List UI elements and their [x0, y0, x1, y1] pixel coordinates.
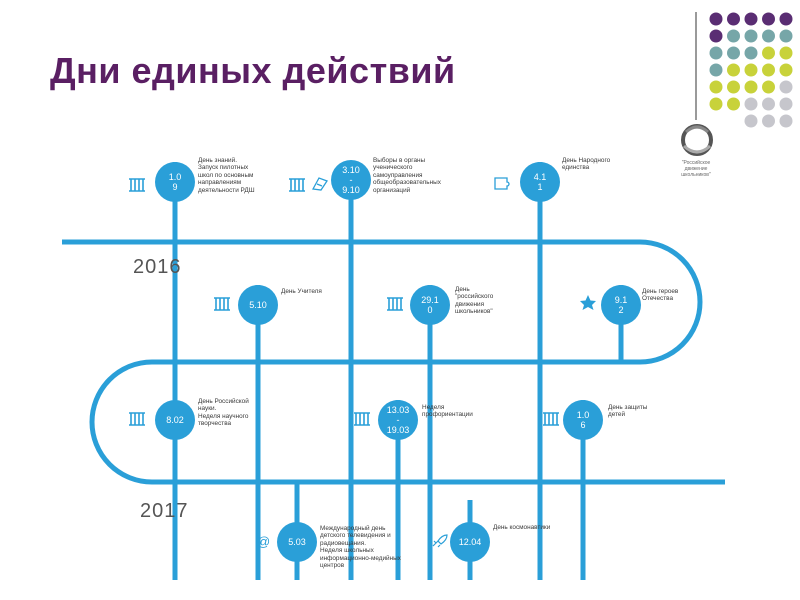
event-date-circle[interactable]: 5.10 — [238, 285, 278, 325]
decorative-dot — [744, 12, 758, 26]
rdsh-logo-icon — [681, 124, 713, 156]
decorative-dot — [762, 97, 775, 111]
decorative-dot — [709, 12, 723, 26]
pillar-icon — [387, 297, 403, 311]
event-description: Международный день детского телевидения … — [320, 525, 401, 570]
event-date-circle[interactable]: 8.02 — [155, 400, 195, 440]
decorative-dot — [744, 29, 758, 43]
event-description: День космонавтики — [493, 524, 551, 531]
puzzle-icon — [494, 177, 510, 190]
pillar-icon — [354, 412, 370, 426]
event-date-circle[interactable]: 1.0 6 — [563, 400, 603, 440]
page-title: Дни единых действий — [50, 50, 456, 91]
event-description: День Российской науки. Неделя научного т… — [198, 398, 249, 428]
event-date-circle[interactable]: 13.03 - 19.03 — [378, 400, 418, 440]
decorative-dot — [762, 63, 775, 77]
svg-text:@: @ — [257, 534, 270, 549]
decorative-dot — [779, 63, 793, 77]
event-description: День "российского движения школьников" — [455, 286, 494, 316]
event-description: День Народного единства — [562, 157, 611, 172]
event-date-circle[interactable]: 5.03 — [277, 522, 317, 562]
event-description: День защиты детей — [608, 404, 648, 419]
event-date-circle[interactable]: 3.10 - 9.10 — [331, 160, 371, 200]
rocket-icon — [432, 534, 448, 548]
year-2017-label: 2017 — [140, 500, 189, 522]
decorative-dot — [779, 46, 793, 60]
decorative-dot — [762, 114, 775, 128]
year-2016-label: 2016 — [133, 256, 182, 278]
star-icon — [580, 295, 596, 310]
decorative-dot — [727, 29, 740, 43]
decorative-dot — [744, 97, 758, 111]
decorative-dot — [709, 63, 723, 77]
decorative-dot — [779, 114, 793, 128]
decorative-dot — [709, 80, 723, 94]
title-divider — [695, 12, 697, 120]
pillar-icon — [289, 178, 305, 192]
pillar-icon — [129, 178, 145, 192]
event-description: Выборы в органы ученического самоуправле… — [373, 157, 441, 194]
pillar-icon — [129, 412, 145, 426]
decorative-dot — [779, 80, 793, 94]
event-date-circle[interactable]: 1.0 9 — [155, 162, 195, 202]
decorative-dot — [727, 80, 740, 94]
decorative-dot — [744, 80, 758, 94]
at-icon: @ — [257, 534, 270, 549]
decorative-dot — [727, 46, 740, 60]
logo-caption: "Российское движение школьников" — [681, 160, 711, 178]
decorative-dot — [762, 46, 775, 60]
decorative-dot — [762, 29, 775, 43]
event-date-circle[interactable]: 4.1 1 — [520, 162, 560, 202]
decorative-dot — [709, 46, 723, 60]
pillar-icon — [543, 412, 559, 426]
decorative-dot — [762, 12, 775, 26]
decorative-dot — [744, 63, 758, 77]
pillar-icon — [214, 297, 230, 311]
decorative-dot — [709, 97, 723, 111]
decorative-dot — [727, 63, 740, 77]
event-description: День героев Отечества — [642, 288, 679, 303]
decorative-dot — [744, 114, 758, 128]
decorative-dot — [779, 12, 793, 26]
event-description: День Учителя — [281, 288, 322, 295]
event-date-circle[interactable]: 12.04 — [450, 522, 490, 562]
event-description: День знаний. Запуск пилотных школ по осн… — [198, 157, 255, 194]
ballot-icon — [311, 177, 328, 191]
event-date-circle[interactable]: 9.1 2 — [601, 285, 641, 325]
decorative-dot — [779, 29, 793, 43]
decorative-dot — [779, 97, 793, 111]
decorative-dot — [762, 80, 775, 94]
decorative-dot — [744, 46, 758, 60]
decorative-dot — [709, 29, 723, 43]
event-date-circle[interactable]: 29.1 0 — [410, 285, 450, 325]
event-description: Неделя профориентации — [422, 404, 473, 419]
decorative-dot — [727, 97, 740, 111]
decorative-dot — [727, 12, 740, 26]
